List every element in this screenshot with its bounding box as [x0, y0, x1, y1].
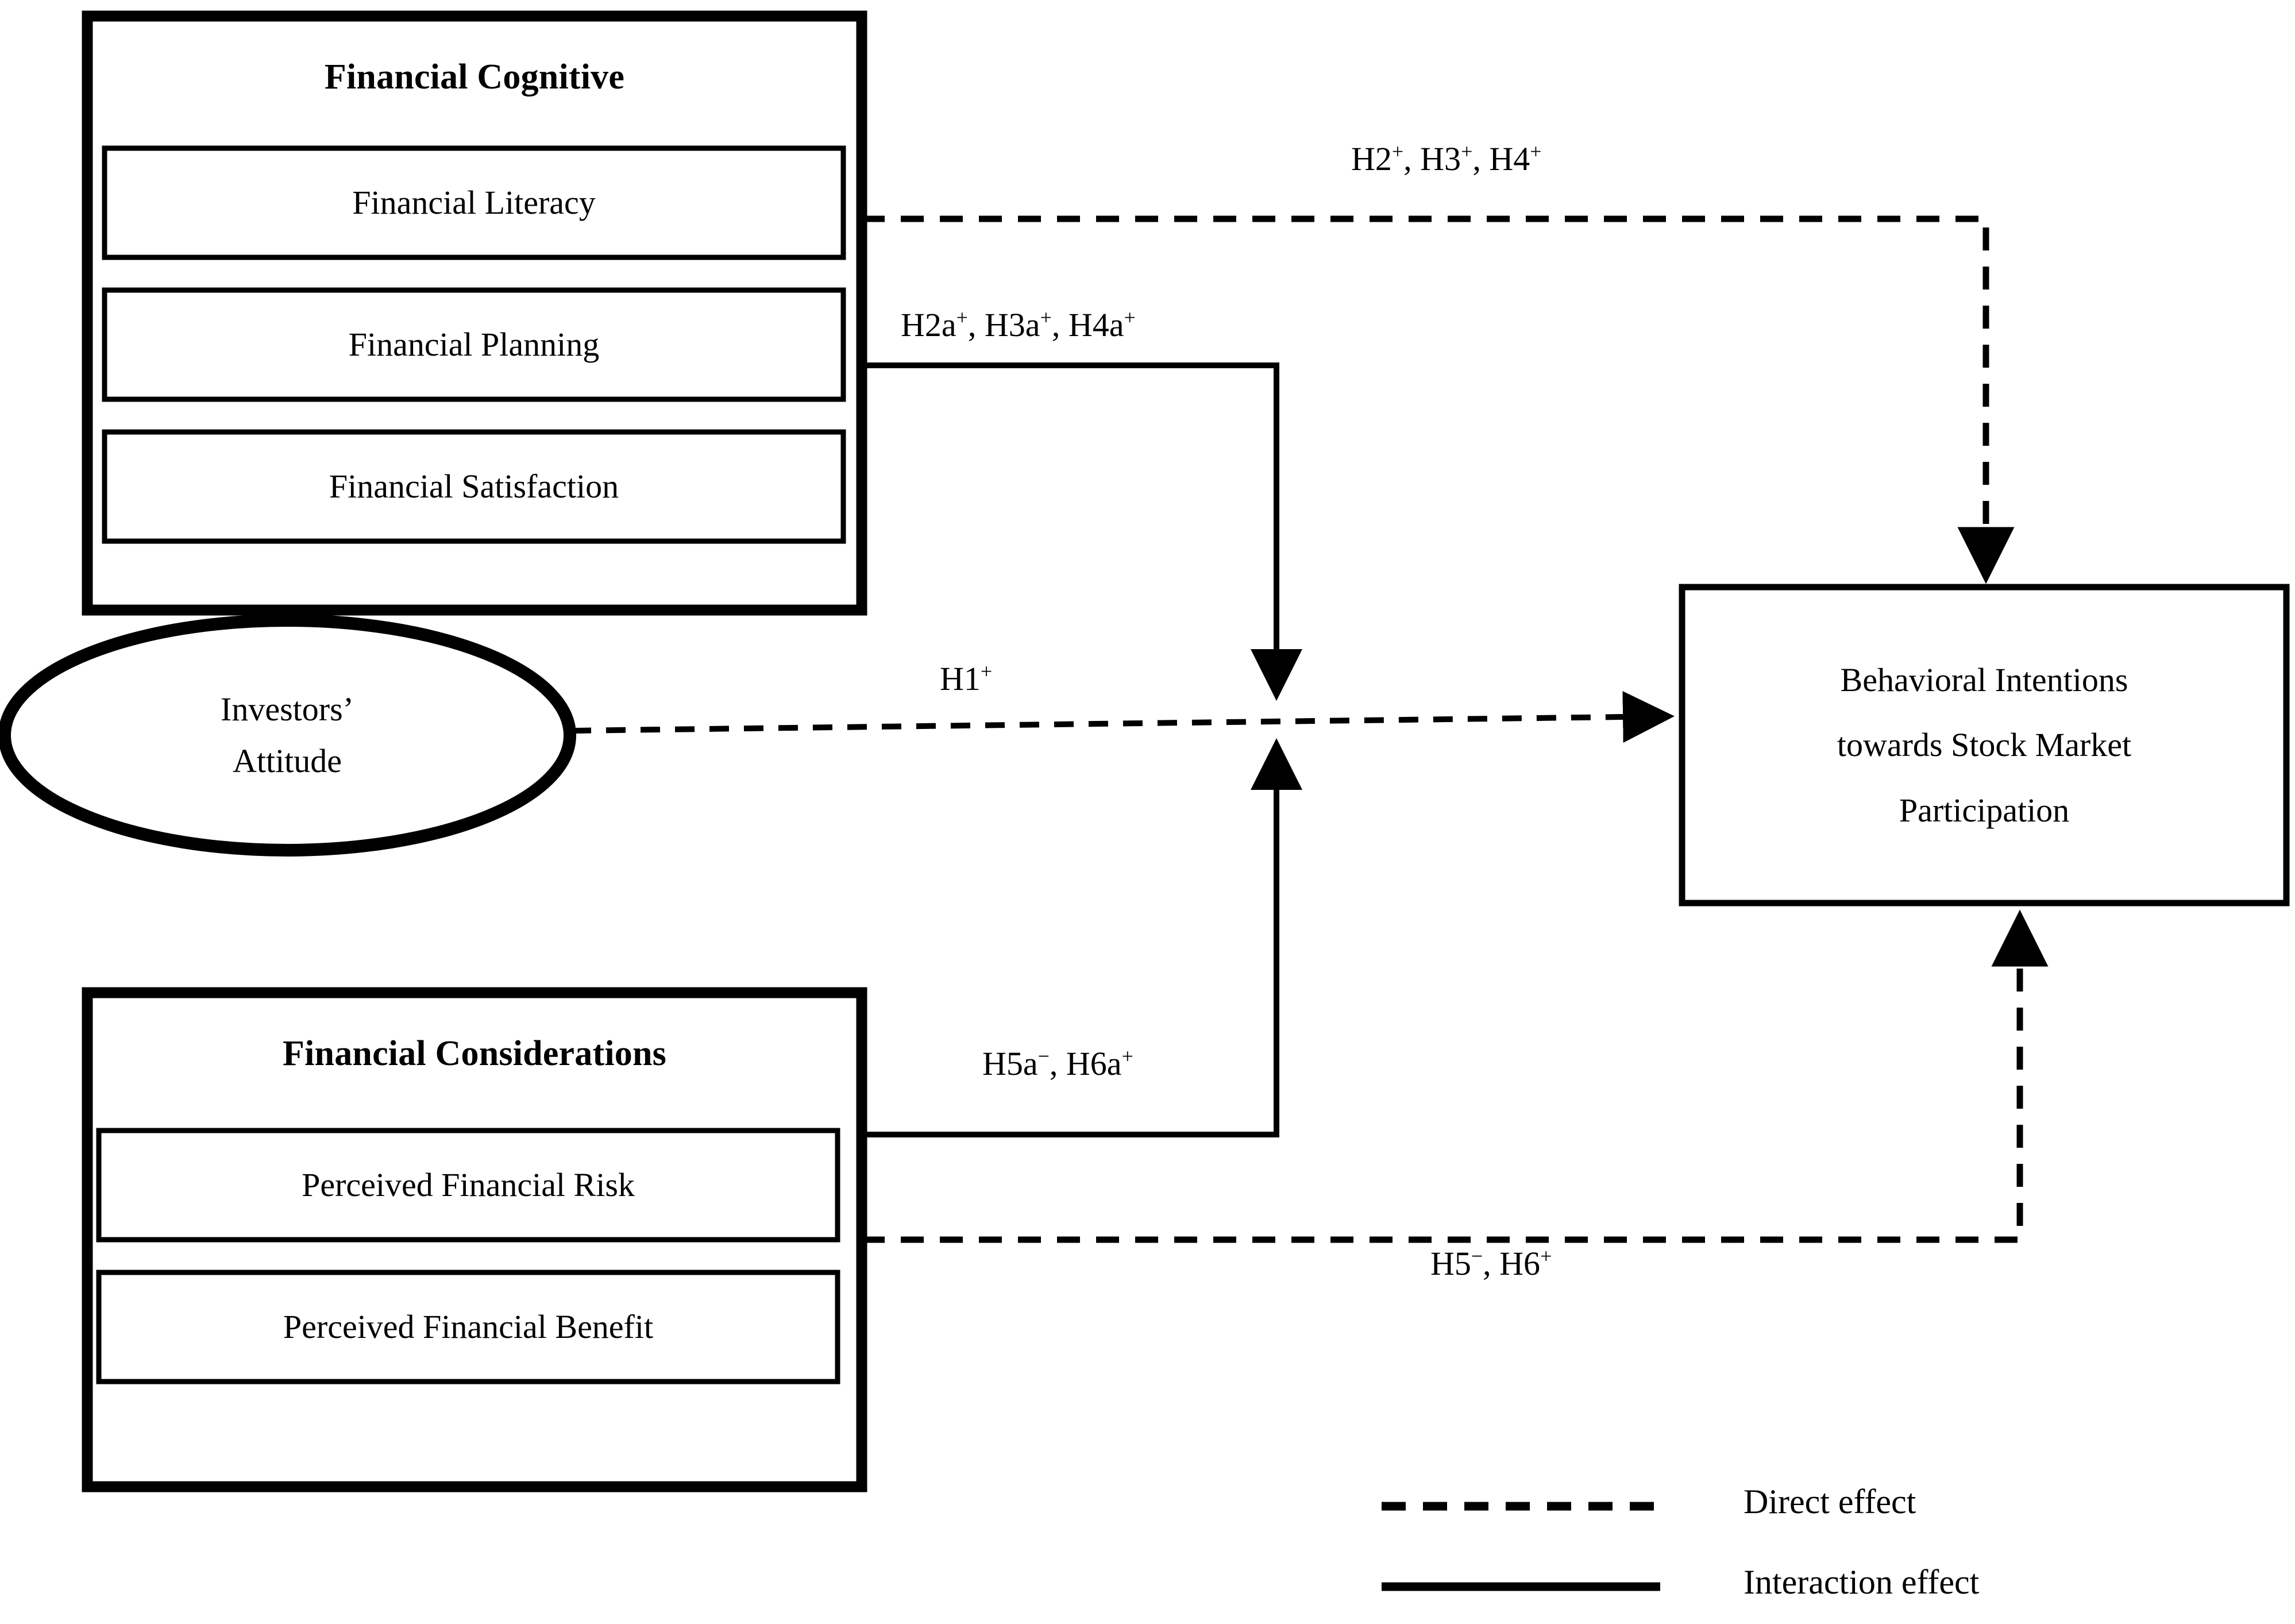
construct-box-financial-planning — [102, 287, 846, 402]
outcome-box-behavioral-intentions — [1679, 584, 2290, 906]
construct-box-financial-literacy — [102, 145, 846, 260]
edge-cognitive-interaction-to-junction — [862, 362, 1302, 701]
edge-considerations-direct-to-outcome — [862, 909, 2049, 1243]
edge-considerations-interaction-to-junction — [862, 738, 1302, 1137]
construct-box-financial-satisfaction — [102, 429, 846, 544]
construct-box-perceived-financial-risk — [96, 1128, 840, 1243]
edge-investors-attitude-to-outcome — [571, 691, 1675, 743]
moderator-ellipse-investors-attitude — [0, 614, 576, 857]
edge-cognitive-direct-to-outcome — [862, 215, 2015, 584]
construct-box-perceived-financial-benefit — [96, 1270, 840, 1384]
